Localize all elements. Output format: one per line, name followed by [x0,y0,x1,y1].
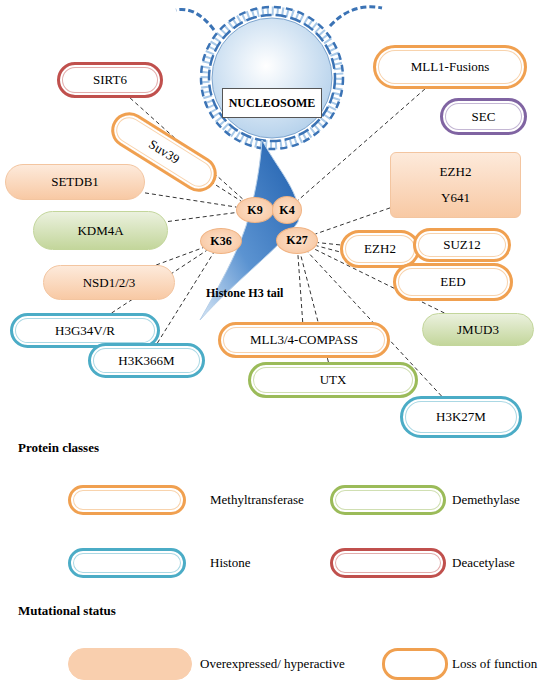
dashed-connector [210,181,241,201]
diagram-label: Protein classes [18,440,99,456]
protein-box: KDM4A [33,211,168,250]
node-text: KDM4A [77,223,123,239]
nucleosome-box: NUCLEOSOME [222,88,322,118]
protein-box: H3K366M [88,343,205,378]
node-text: K27 [286,233,307,248]
node-text: UTX [320,372,347,388]
node-text: K36 [210,234,231,249]
histone-core [212,18,332,138]
legend-outline-sample [384,650,447,679]
residue-oval: K27 [276,227,318,254]
protein-box: EZH2 Y641 [390,152,521,218]
legend-text: Methyltransferase [210,492,304,508]
residue-oval: K36 [200,228,242,254]
diagram-label: Histone H3 tail [206,286,283,301]
dashed-connector [168,213,236,222]
protein-box: SUZ12 [413,228,511,262]
diagram-label: Mutational status [18,603,116,619]
legend-swatch [330,548,446,578]
legend-text: Demethylase [452,492,520,508]
protein-box: SETDB1 [5,164,145,200]
dna-strand [201,7,343,149]
node-text: SIRT6 [93,72,127,88]
node-text: H3G34V/R [55,323,115,339]
dashed-connector [156,248,203,265]
dashed-connector [318,243,340,245]
residue-oval: K4 [272,196,302,224]
node-text: SUZ12 [443,237,481,253]
dna-rungs [205,11,339,145]
protein-box: UTX [248,362,418,398]
protein-box: SIRT6 [57,62,163,98]
dashed-connector [298,254,303,322]
node-text: K4 [279,203,294,218]
protein-box: NSD1/2/3 [43,265,175,300]
node-text: MLL1-Fusions [411,59,490,75]
dashed-connector [145,193,237,207]
node-text: MLL3/4-COMPASS [250,332,358,348]
node-text: H3K366M [118,353,174,369]
protein-box: EED [393,263,513,301]
dna-strand [209,15,335,141]
dna-tail [330,7,382,26]
protein-box: JMUD3 [422,313,534,346]
node-text: NSD1/2/3 [83,275,136,291]
node-text: EZH2 Y641 [433,159,479,211]
dna-tail [176,9,214,30]
node-text: NUCLEOSOME [229,96,316,111]
protein-box: MLL1-Fusions [373,45,527,89]
node-text: JMUD3 [457,322,499,338]
legend-swatch [68,648,192,680]
node-text: EZH2 [364,241,396,257]
legend-swatch [68,485,186,515]
node-text: SEC [472,109,496,125]
legend-text: Overexpressed/ hyperactive [200,656,345,672]
legend-swatch [68,548,186,578]
node-text: EED [440,274,465,290]
node-text: H3K27M [436,409,486,425]
residue-oval: K9 [236,197,274,223]
protein-box: SEC [440,98,527,135]
node-text: Suv39 [146,136,183,167]
protein-box: H3K27M [400,396,522,438]
legend-text: Loss of function [452,656,537,672]
protein-box: MLL3/4-COMPASS [218,322,390,358]
legend-swatch [330,485,446,515]
node-text: SETDB1 [51,174,99,190]
node-text: K9 [247,203,262,218]
legend-text: Deacetylase [452,555,515,571]
legend-text: Histone [210,555,250,571]
